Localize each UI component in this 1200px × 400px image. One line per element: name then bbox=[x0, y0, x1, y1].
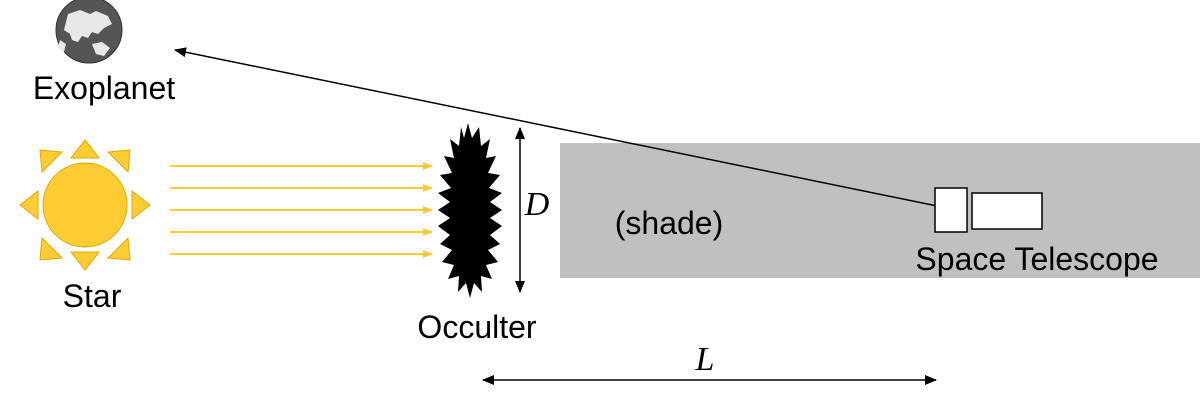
globe-icon bbox=[55, 0, 123, 64]
shade-region bbox=[560, 143, 1200, 278]
exoplanet-label: Exoplanet bbox=[33, 70, 175, 106]
line-of-sight-arrow bbox=[174, 47, 943, 208]
sun-icon bbox=[19, 139, 151, 271]
space-telescope-label: Space Telescope bbox=[915, 241, 1158, 277]
diameter-symbol: D bbox=[524, 186, 550, 223]
shade-label: (shade) bbox=[615, 205, 724, 241]
distance-symbol: L bbox=[695, 341, 715, 378]
star-label: Star bbox=[63, 278, 122, 314]
light-rays bbox=[170, 162, 433, 258]
telescope-icon bbox=[934, 187, 1043, 233]
starshade-icon bbox=[438, 123, 502, 298]
occulter-label: Occulter bbox=[417, 309, 536, 345]
